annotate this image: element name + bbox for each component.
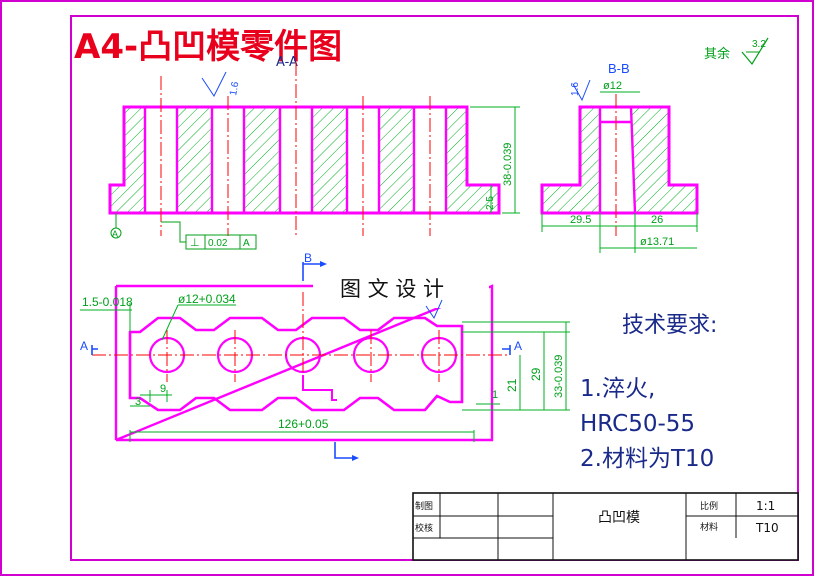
design-banner: 图 文 设 计 <box>340 277 444 301</box>
front-height-dimension: 38-0.039 <box>502 143 514 186</box>
material-label: 材料 <box>700 521 718 533</box>
section-a-left-arrow-icon <box>91 345 98 355</box>
section-b-mark: B <box>304 251 312 265</box>
tech-requirement-line-1: 1.淬火, <box>580 376 655 402</box>
side-bottom-dimension: ø13.71 <box>640 236 674 248</box>
front-section-view: A-A 1.6 <box>108 55 520 250</box>
section-a-left-mark: A <box>80 339 88 353</box>
tech-requirements-heading: 技术要求: <box>622 313 717 338</box>
hole-dimension: ø12+0.034 <box>178 292 236 306</box>
title-block: 制图 校核 凸凹模 比例 1:1 材料 T10 <box>412 492 799 561</box>
perpendicularity-frame: ⊥ 0.02 A <box>161 221 257 250</box>
technical-requirements: 技术要求: 1.淬火, HRC50-55 2.材料为T10 <box>580 313 717 472</box>
drawn-by-label: 制图 <box>415 500 433 512</box>
surface-finish-note: 其余 3.2 <box>704 37 769 66</box>
side-left-dimension: 29.5 <box>570 214 591 226</box>
scale-value: 1:1 <box>756 499 775 513</box>
tolerance-symbol: ⊥ <box>190 237 200 249</box>
datum-a-label: A <box>112 229 118 239</box>
scale-label: 比例 <box>700 500 718 512</box>
offset-dimension: 1.5-0.018 <box>82 295 133 309</box>
side-hole-dimension: ø12 <box>603 80 622 92</box>
section-b-bottom-arrow-icon <box>334 442 352 459</box>
section-a-right-mark: A <box>514 339 522 353</box>
drawing-title: A4-凸凹模零件图 <box>74 27 342 67</box>
tolerance-value: 0.02 <box>208 238 228 249</box>
side-roughness-icon <box>572 79 591 102</box>
part-name: 凸凹模 <box>598 510 640 526</box>
width-outer-dimension: 33-0.039 <box>553 355 565 398</box>
side-section-label: B-B <box>608 61 630 76</box>
surface-finish-label: 其余 <box>704 46 730 61</box>
front-body-outline <box>108 105 501 215</box>
front-roughness-value: 1.6 <box>228 80 241 96</box>
side-section-view: B-B 1.6 ø12 29.5 26 ø13.71 <box>540 61 699 253</box>
side-right-dimension: 26 <box>651 214 663 226</box>
punch-profile-outline <box>128 316 464 412</box>
material-value: T10 <box>755 521 779 535</box>
banner-checkmark-icon <box>425 299 443 320</box>
front-roughness-icon <box>201 71 227 97</box>
tech-requirement-line-2: HRC50-55 <box>580 411 695 437</box>
top-base-outline <box>115 284 494 442</box>
width-mid-dimension: 29 <box>529 367 543 381</box>
section-a-right-arrow-icon <box>502 345 511 355</box>
pitch-dimension: 9 <box>160 383 166 395</box>
width-inner-dimension: 21 <box>505 378 519 392</box>
surface-finish-value: 3.2 <box>752 39 766 50</box>
design-banner-box <box>313 268 489 308</box>
side-roughness-value: 1.6 <box>570 82 581 96</box>
front-section-label: A-A <box>276 55 298 70</box>
section-b-arrow-icon <box>302 262 320 281</box>
tech-requirement-line-3: 2.材料为T10 <box>580 446 714 472</box>
right-gap-dimension: 1 <box>492 389 498 401</box>
front-base-dimension: 2.5 <box>485 196 496 210</box>
length-dimension: 126+0.05 <box>278 417 329 431</box>
tolerance-datum: A <box>243 238 250 249</box>
edge-dimension: 3 <box>135 396 141 408</box>
checked-by-label: 校核 <box>415 522 433 534</box>
roughness-symbol-icon <box>741 37 769 66</box>
top-plan-view: B A A 图 文 设 计 <box>80 251 570 461</box>
